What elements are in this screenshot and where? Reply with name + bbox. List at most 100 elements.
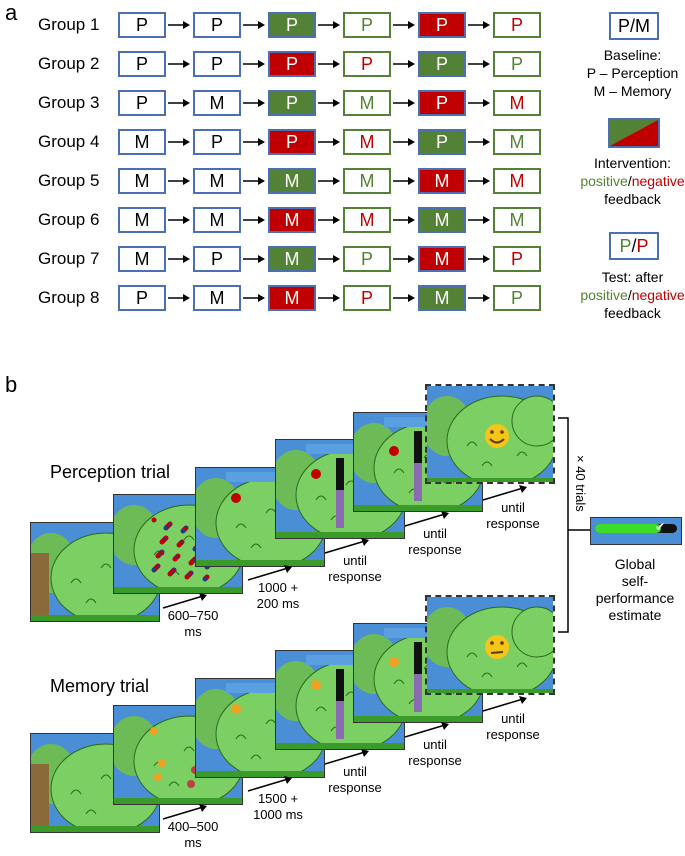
fruit-dot [158, 759, 166, 767]
arrow-head [408, 177, 415, 185]
condition-box-test-neg: M [493, 168, 541, 194]
group-label: Group 6 [38, 210, 100, 229]
condition-box-int-pos: P [418, 51, 466, 77]
timing-label: until response [486, 500, 540, 531]
time-arrow [482, 698, 524, 712]
group-label: Group 4 [38, 132, 100, 151]
legend-test-text: Test: after positive/negative feedback [570, 268, 685, 322]
condition-box-int-pos: M [268, 168, 316, 194]
time-arrow [162, 595, 204, 609]
legend-test-title: Test: after [601, 269, 664, 285]
legend-test-p-red: P [636, 235, 649, 256]
fruit-dot [150, 727, 158, 735]
tree-trunk [31, 553, 49, 615]
fruit-dot [188, 560, 194, 566]
condition-box-int-pos: M [418, 285, 466, 311]
condition-box-test-pos: M [343, 90, 391, 116]
face-eye [500, 430, 504, 434]
fruit-dot [163, 525, 169, 531]
time-arrow-head [441, 722, 449, 730]
legend-test-feedback: feedback [604, 305, 661, 321]
fruit-choice [311, 469, 321, 479]
arrow-head [483, 99, 490, 107]
condition-box-int-neg: P [268, 129, 316, 155]
time-arrow-head [199, 593, 207, 601]
fruit-dot [167, 571, 173, 577]
legend-test-box: P/P [609, 232, 659, 260]
tree-trunk [31, 764, 49, 826]
arrow-head [408, 60, 415, 68]
fruit-dot [154, 773, 162, 781]
arrow-head [183, 21, 190, 29]
panel-b-letter: b [5, 372, 18, 397]
condition-box-test-pos: M [343, 168, 391, 194]
fruit-dot [172, 556, 178, 562]
condition-box-int-neg: M [268, 285, 316, 311]
fruit-dot [184, 574, 190, 580]
condition-box-test-neg: M [343, 207, 391, 233]
arrow-head [483, 216, 490, 224]
instruction-text-area [384, 628, 454, 638]
fruit-dot [176, 542, 182, 548]
memory-trial-screen [425, 595, 555, 695]
time-arrow-head [284, 776, 292, 784]
condition-box-test-neg: M [493, 90, 541, 116]
fruit-dot [151, 567, 157, 573]
time-arrow-head [361, 749, 369, 757]
face-eye [500, 641, 504, 645]
instruction-text-area [384, 417, 454, 427]
condition-box-base: P [118, 90, 166, 116]
timing-label: until response [486, 711, 540, 742]
perception-trial-label: Perception trial [50, 462, 171, 482]
legend-baseline-m: M – Memory [593, 83, 672, 99]
confidence-fill [414, 463, 422, 501]
arrow-head [483, 255, 490, 263]
arrow-head [183, 177, 190, 185]
legend-slash: / [627, 173, 632, 189]
fruit-dot [202, 576, 208, 582]
arrow-head [333, 21, 340, 29]
arrow-head [333, 138, 340, 146]
timing-label: 1000 + 200 ms [256, 580, 300, 611]
perception-trial-screen [425, 384, 555, 484]
arrow-head [408, 138, 415, 146]
time-arrow-head [519, 485, 527, 493]
arrow-head [183, 255, 190, 263]
condition-box-int-pos: P [418, 129, 466, 155]
arrow-head [183, 99, 190, 107]
condition-box-int-neg: P [418, 12, 466, 38]
face-eye [490, 641, 494, 645]
arrow-head [333, 99, 340, 107]
group-label: Group 8 [38, 288, 100, 307]
time-arrow [324, 540, 366, 554]
condition-box-test-pos: P [493, 285, 541, 311]
timing-label: 1500 + 1000 ms [253, 791, 303, 822]
fruit-dot [180, 528, 186, 534]
arrow-head [483, 21, 490, 29]
group-label: Group 7 [38, 249, 100, 268]
condition-box-int-pos: M [268, 246, 316, 272]
arrow-head [408, 21, 415, 29]
condition-box-test-pos: M [493, 207, 541, 233]
face-eye [490, 430, 494, 434]
timing-label: until response [408, 737, 462, 768]
time-arrow-head [519, 696, 527, 704]
timing-label: until response [328, 764, 382, 795]
condition-box-base: M [118, 129, 166, 155]
memory-trial-label: Memory trial [50, 676, 150, 696]
condition-box-test-neg: M [343, 129, 391, 155]
legend-feedback: feedback [604, 191, 661, 207]
progress-fill [595, 524, 661, 533]
instruction-text-area [226, 683, 296, 693]
confidence-fill [336, 701, 344, 739]
arrow-head [258, 21, 265, 29]
legend-intervention-box [608, 118, 660, 148]
arrow-head [183, 216, 190, 224]
condition-box-base: M [193, 207, 241, 233]
group-label: Group 3 [38, 93, 100, 112]
arrow-head [408, 255, 415, 263]
time-arrow-head [361, 538, 369, 546]
instruction-text-area [306, 444, 376, 454]
arrow-head [183, 138, 190, 146]
